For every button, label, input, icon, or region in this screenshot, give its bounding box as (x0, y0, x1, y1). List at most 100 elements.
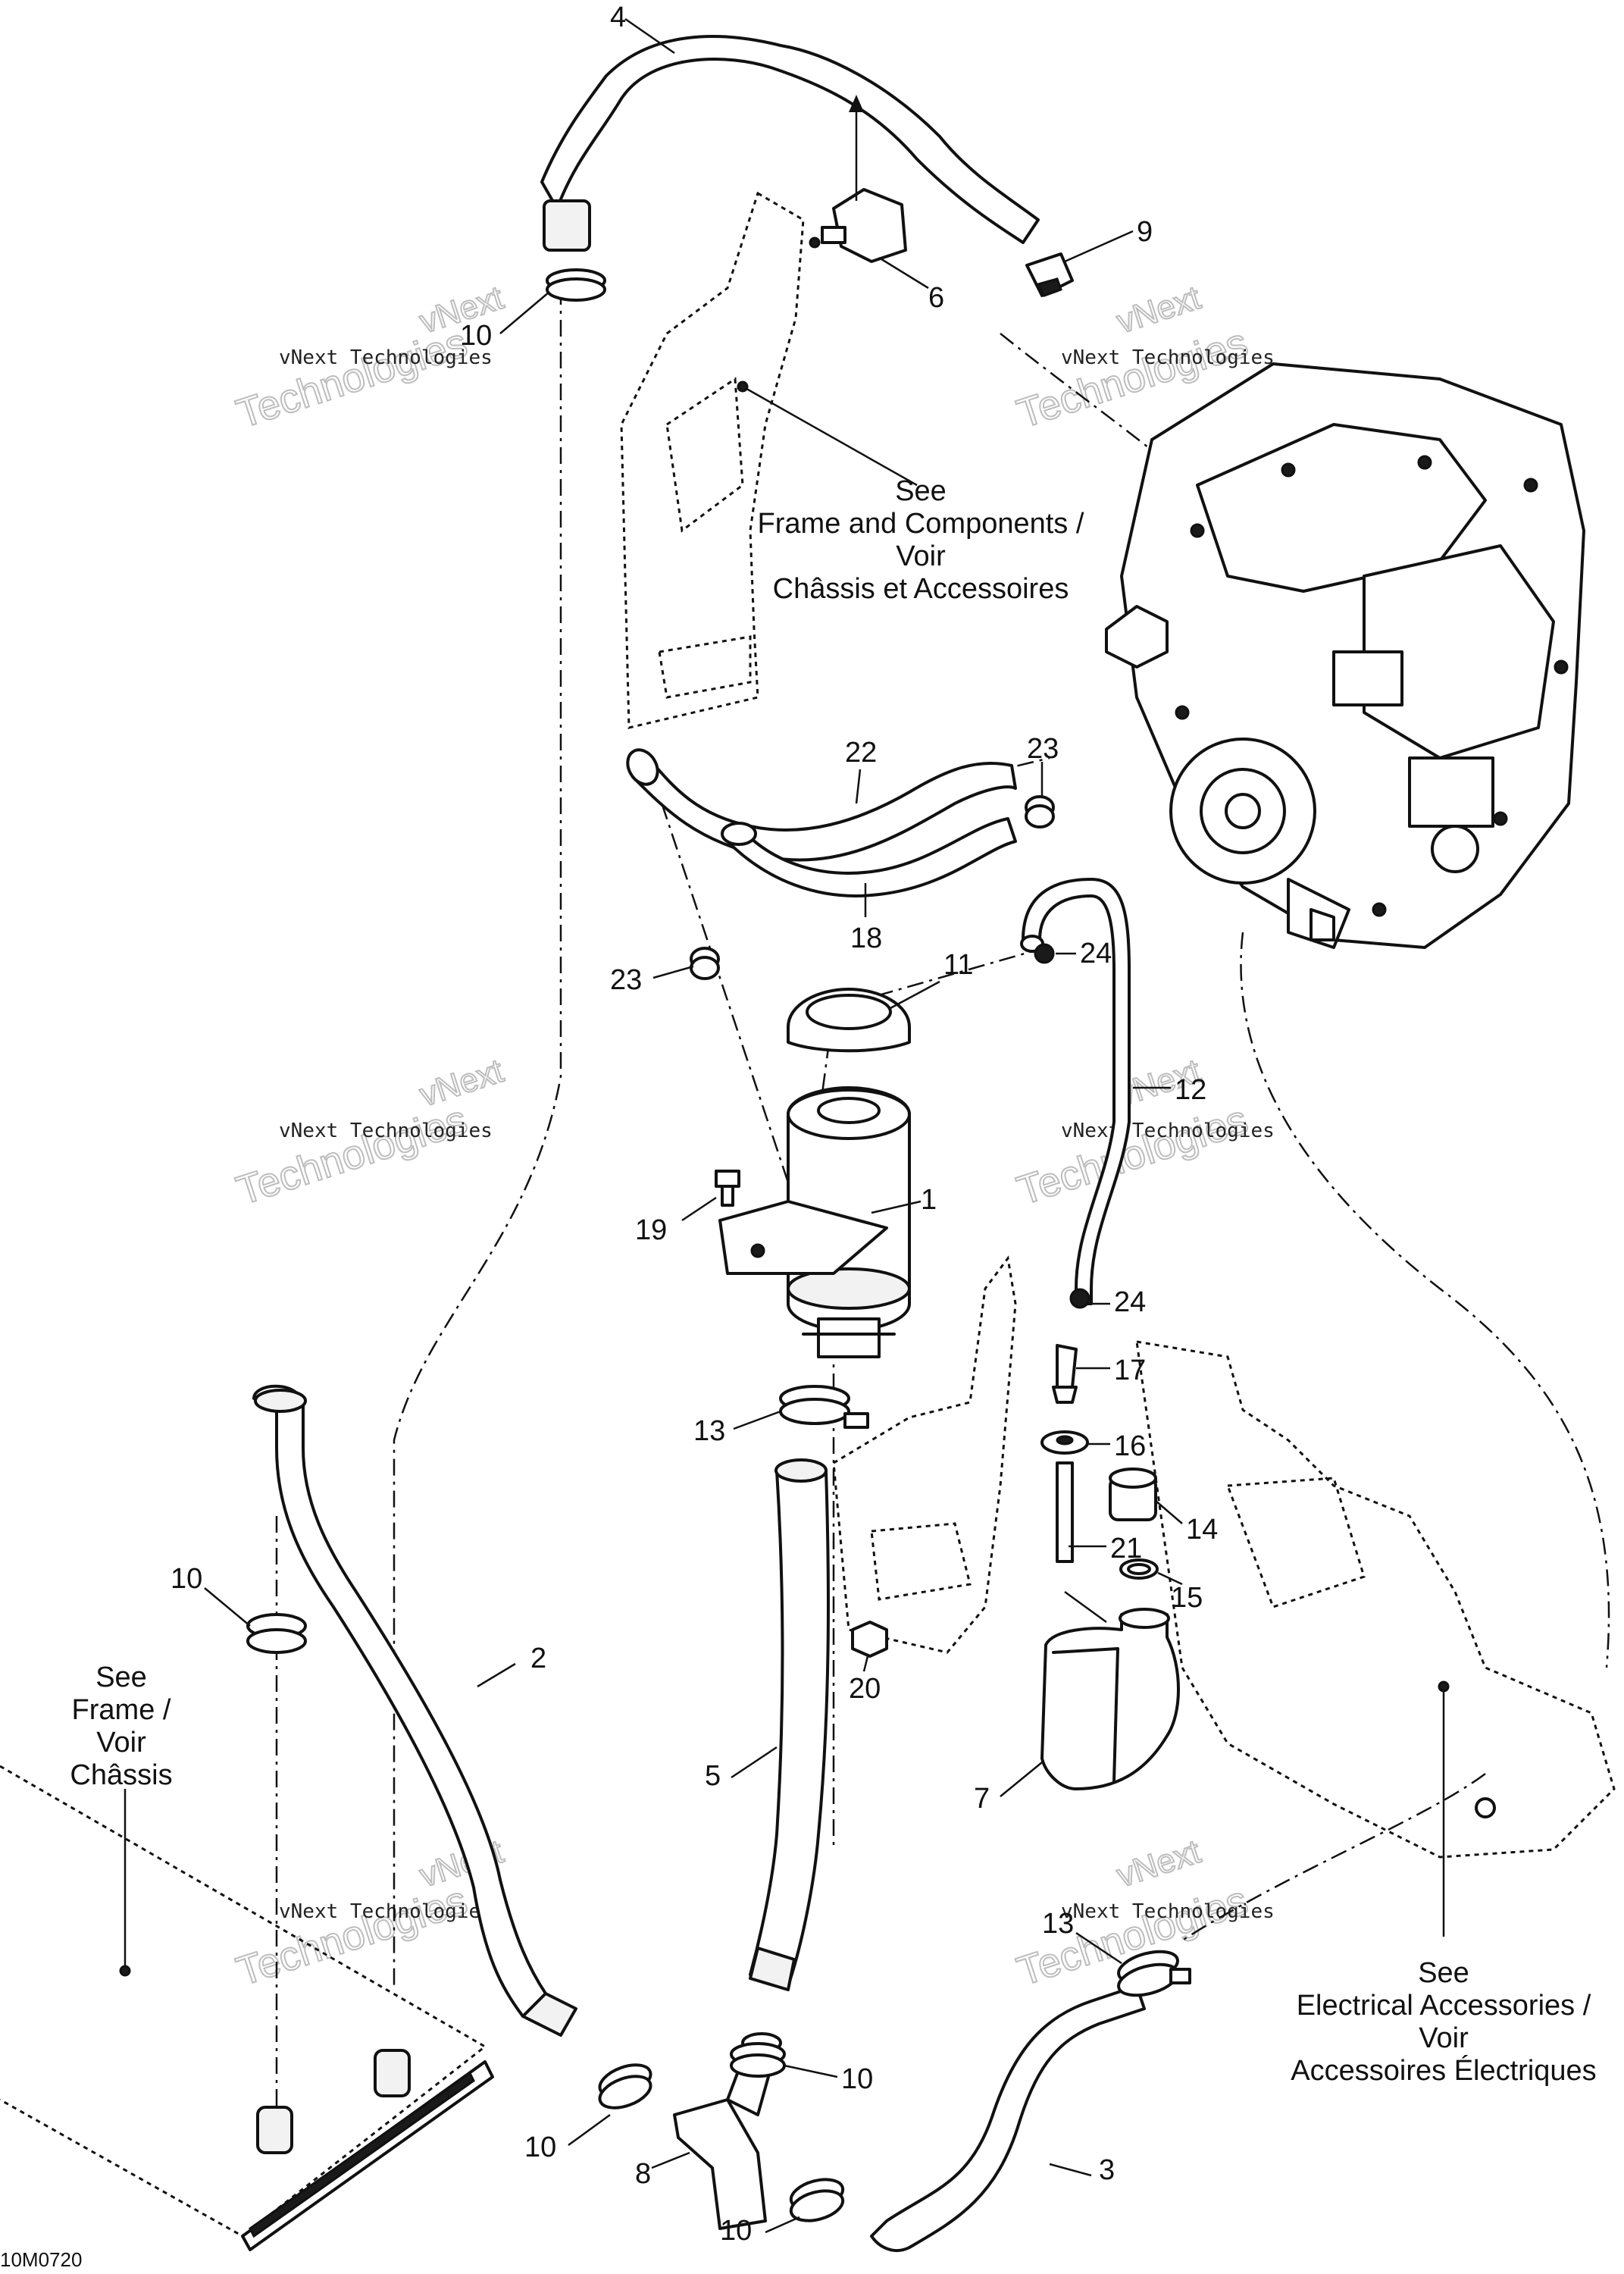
callout-15: 15 (1171, 1582, 1203, 1614)
leader-1 (871, 1200, 922, 1214)
clamp-13-lower (1117, 1950, 1191, 1997)
part-21-tube (1056, 1461, 1074, 1563)
leader-15 (1157, 1571, 1183, 1586)
leader-3 (1049, 2163, 1092, 2177)
svg-text:vNext: vNext (1112, 1833, 1205, 1894)
callout-10-lower-left: 10 (524, 2131, 556, 2163)
path-cap-to-hose12 (817, 946, 1047, 1123)
svg-text:Accessoires Électriques: Accessoires Électriques (1291, 2054, 1596, 2087)
svg-text:Technologies: Technologies (231, 1878, 472, 1994)
callout-13-lower: 13 (1042, 1908, 1074, 1940)
leader-22 (855, 769, 862, 804)
leader-21-to-bottle (1064, 1590, 1107, 1624)
svg-text:vNext Technologies: vNext Technologies (1061, 346, 1275, 369)
clamp-13-upper (779, 1385, 869, 1429)
svg-text:Voir: Voir (896, 540, 946, 572)
leader-10-center (784, 2064, 838, 2078)
radiator (0, 1765, 494, 2251)
leader-6 (878, 256, 929, 290)
callout-24-lower: 24 (1114, 1286, 1146, 1318)
svg-text:See: See (895, 475, 947, 507)
callout-10-top: 10 (460, 320, 492, 352)
svg-text:vNext Technologies: vNext Technologies (1061, 1120, 1275, 1142)
callout-2: 2 (530, 1643, 546, 1674)
svg-text:Technologies: Technologies (231, 1097, 472, 1214)
callout-16: 16 (1114, 1430, 1146, 1462)
callout-3: 3 (1099, 2154, 1115, 2186)
leader-10-left (204, 1587, 251, 1627)
part-17-fitting (1052, 1344, 1078, 1404)
callout-18: 18 (850, 922, 882, 954)
clamp-23-right (1025, 795, 1055, 828)
engine-filler-neck (1105, 605, 1169, 669)
clamp-24-lower (1069, 1288, 1090, 1309)
leader-14 (1155, 1500, 1183, 1524)
path-hose4-to-radiator (393, 288, 562, 1986)
hose-4 (540, 35, 1040, 252)
clamp-24-top (1034, 943, 1055, 964)
engine-assembly (1105, 362, 1585, 949)
svg-text:vNext Technologies: vNext Technologies (279, 346, 493, 369)
svg-text:Châssis: Châssis (70, 1759, 172, 1791)
reference-electrical: See Electrical Accessories / Voir Access… (1291, 1957, 1596, 2087)
callout-4: 4 (610, 2, 626, 33)
svg-text:Voir: Voir (96, 1727, 146, 1759)
callout-19: 19 (635, 1214, 667, 1246)
callout-23-left: 23 (610, 964, 642, 996)
leader-19 (681, 1196, 717, 1222)
reference-frame-components: See Frame and Components / Voir Châssis … (758, 475, 1084, 605)
watermark-mid-right: vNext Technologies vNext Technologies (1011, 1051, 1275, 1214)
part-1-reservoir (718, 1086, 911, 1358)
callout-8: 8 (635, 2158, 651, 2190)
leader-13-upper (733, 1410, 781, 1430)
callout-labels: 4 9 6 10 22 23 18 11 24 23 12 1 19 24 17… (171, 2, 1218, 2247)
leader-7 (1000, 1762, 1043, 1797)
radiator-fins (249, 2071, 475, 2238)
engine-bolts (1175, 455, 1569, 917)
path-electrical (1181, 1772, 1486, 1942)
part-20-nut (851, 1621, 888, 1658)
clamp-10-bottom (789, 2178, 845, 2222)
svg-text:See: See (95, 1662, 147, 1693)
callout-24-top: 24 (1080, 938, 1112, 969)
callout-22: 22 (845, 737, 877, 769)
clamp-10-center (730, 2042, 786, 2078)
hose-3 (870, 1984, 1146, 2252)
callout-9: 9 (1137, 216, 1153, 248)
path-hose22-to-tank (650, 772, 790, 1183)
leader-9 (1064, 230, 1134, 263)
callout-17: 17 (1114, 1355, 1146, 1386)
callout-5: 5 (705, 1760, 721, 1792)
watermark-mid-left: vNext Technologies vNext Technologies (230, 1051, 508, 1214)
svg-text:Electrical Accessories /: Electrical Accessories / (1297, 1990, 1591, 2022)
svg-text:Technologies: Technologies (1012, 1097, 1253, 1214)
leader-2 (477, 1662, 516, 1688)
hose-2 (252, 1384, 577, 2037)
clamp-23-left (690, 947, 720, 980)
svg-text:Frame and Components /: Frame and Components / (758, 508, 1084, 540)
svg-text:Frame /: Frame / (72, 1694, 171, 1726)
part-7-overflow-bottle (1040, 1608, 1180, 1790)
callout-23-right: 23 (1027, 733, 1059, 765)
callout-20: 20 (849, 1673, 881, 1705)
part-14-cap (1109, 1467, 1157, 1521)
svg-text:vNext: vNext (1112, 279, 1205, 340)
leader-10-top (499, 291, 550, 334)
part-15-gasket (1119, 1558, 1159, 1580)
part-19-screw (715, 1170, 740, 1207)
leader-23-left (652, 965, 694, 979)
leader-20 (862, 1655, 869, 1672)
svg-text:See: See (1418, 1957, 1469, 1989)
callout-12: 12 (1175, 1074, 1206, 1106)
svg-text:Voir: Voir (1419, 2022, 1469, 2054)
leader-4 (624, 17, 675, 55)
svg-text:Technologies: Technologies (231, 320, 472, 437)
callout-11: 11 (943, 949, 973, 981)
part-11-cap (787, 988, 911, 1053)
callout-21: 21 (1110, 1533, 1142, 1565)
reference-frame: See Frame / Voir Châssis (70, 1662, 172, 1791)
clamp-10-left (246, 1613, 307, 1654)
leader-frame-components (742, 385, 918, 487)
svg-text:vNext Technologies: vNext Technologies (279, 1120, 493, 1142)
